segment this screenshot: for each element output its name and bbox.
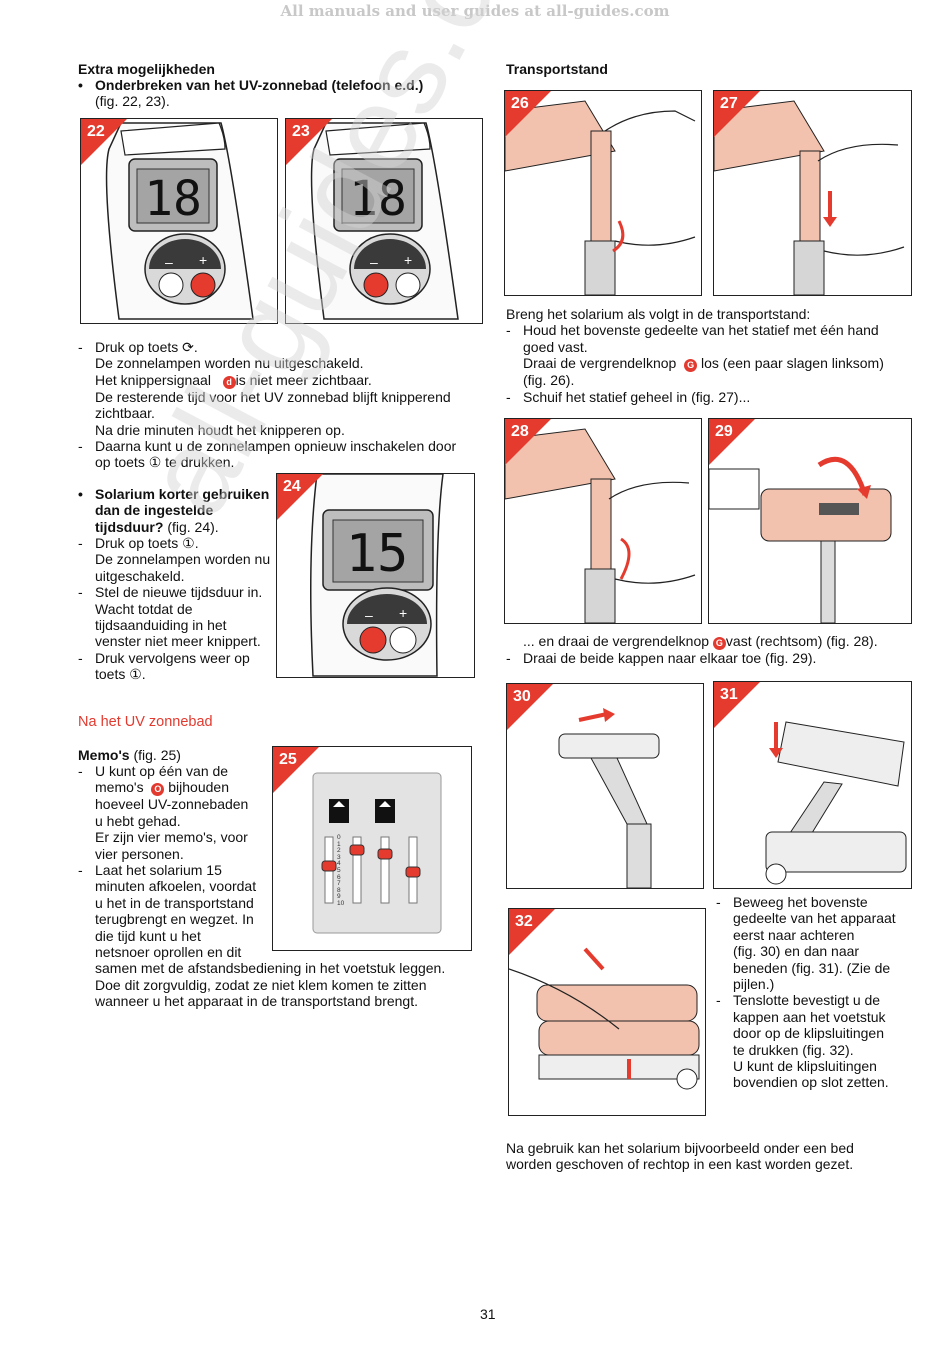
remote-illustration: 18 – + [310,122,459,320]
svg-text:+: + [399,605,407,621]
lamp-illustration [509,947,700,1090]
lamp-illustration [558,708,660,888]
figure-badge [507,684,553,730]
transport-heading: Transportstand [506,61,608,77]
figure-number: 25 [279,751,297,768]
transport-steps: Breng het solarium als volgt in de trans… [506,306,884,405]
interrupt-bullet: • [78,77,83,93]
figure-26: 26 [504,90,702,296]
figure-22: 18 – + 22 [80,118,278,324]
display-value: 18 [144,171,202,227]
transport-steps-3: -Beweeg het bovenste gedeelte van het ap… [716,894,896,1091]
lamp-illustration [765,721,907,885]
figure-badge [505,91,551,137]
figure-32: 32 [508,908,706,1116]
figure-number: 32 [515,913,533,930]
figure-badge [81,119,127,165]
extra-heading: Extra mogelijkheden [78,61,215,77]
remote-illustration: 15 – + [310,474,444,677]
figure-24: 15 – + 24 [276,473,475,678]
memo-sliders [321,836,421,904]
circle-g-icon: G [712,637,726,650]
svg-text:+: + [199,252,207,268]
figure-badge [286,119,332,165]
display-value: 18 [349,171,407,227]
figure-number: 23 [292,123,310,140]
svg-text:–: – [370,254,378,270]
figure-number: 22 [87,123,105,140]
figure-number: 27 [720,95,738,112]
figure-31: 31 [713,681,912,889]
figure-badge [505,419,551,465]
memo-title: Memo's (fig. 25) [78,747,181,763]
figure-number: 30 [513,688,531,705]
display-value: 15 [346,524,409,584]
figure-number: 28 [511,423,529,440]
svg-text:+: + [404,252,412,268]
lamp-illustration [709,456,892,623]
svg-text:–: – [365,607,373,623]
figure-29: 29 [708,418,912,624]
closing-text: Na gebruik kan het solarium bijvoorbeeld… [506,1140,854,1173]
page-number: 31 [480,1306,496,1322]
memo-slider-illustration [312,772,442,934]
figure-30: 30 [506,683,704,889]
shorter-title: Solarium korter gebruiken dan de ingeste… [95,486,270,535]
remote-illustration: 18 – + [105,122,254,320]
figure-badge [709,419,755,465]
shorter-bullet: • [78,486,83,502]
svg-text:–: – [165,254,173,270]
figure-badge [714,682,760,728]
after-heading: Na het UV zonnebad [78,714,213,730]
figure-number: 24 [283,478,301,495]
figure-number: 29 [715,423,733,440]
interrupt-ref: (fig. 22, 23). [95,93,170,109]
figure-23: 18 – + 23 [285,118,483,324]
figure-badge [509,909,555,955]
shorter-steps: -Druk op toets ①. De zonnelampen worden … [78,535,271,683]
figure-badge [714,91,760,137]
figure-badge [273,747,319,793]
figure-27: 27 [713,90,912,296]
figure-number: 31 [720,686,738,703]
figure-28: 28 [504,418,702,624]
circle-o-icon: O [151,783,165,797]
figure-badge [277,474,323,520]
figure-number: 26 [511,95,529,112]
interrupt-title: Onderbreken van het UV-zonnebad (telefoo… [95,77,424,93]
circle-g-icon: G [684,359,698,373]
interrupt-steps: -Druk op toets ⟳. De zonnelampen worden … [78,339,457,471]
memo-steps: -U kunt op één van de memo's O bijhouden… [78,763,446,1010]
circle-d-icon: d [222,375,236,389]
site-watermark: All manuals and user guides at all-guide… [280,2,670,20]
